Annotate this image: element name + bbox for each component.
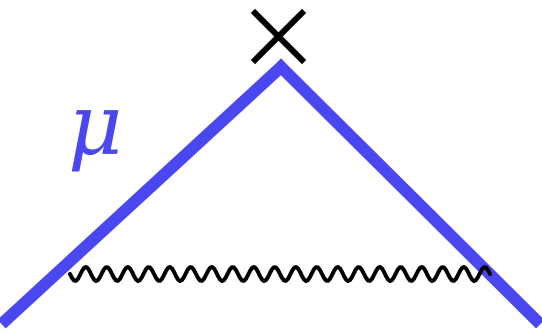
muon-lines <box>0 58 542 329</box>
photon-propagator <box>68 265 492 283</box>
muon-line-right <box>272 58 542 329</box>
cross-icon <box>250 8 307 65</box>
muon-line-left <box>0 58 290 329</box>
muon-label: μ <box>68 76 123 174</box>
